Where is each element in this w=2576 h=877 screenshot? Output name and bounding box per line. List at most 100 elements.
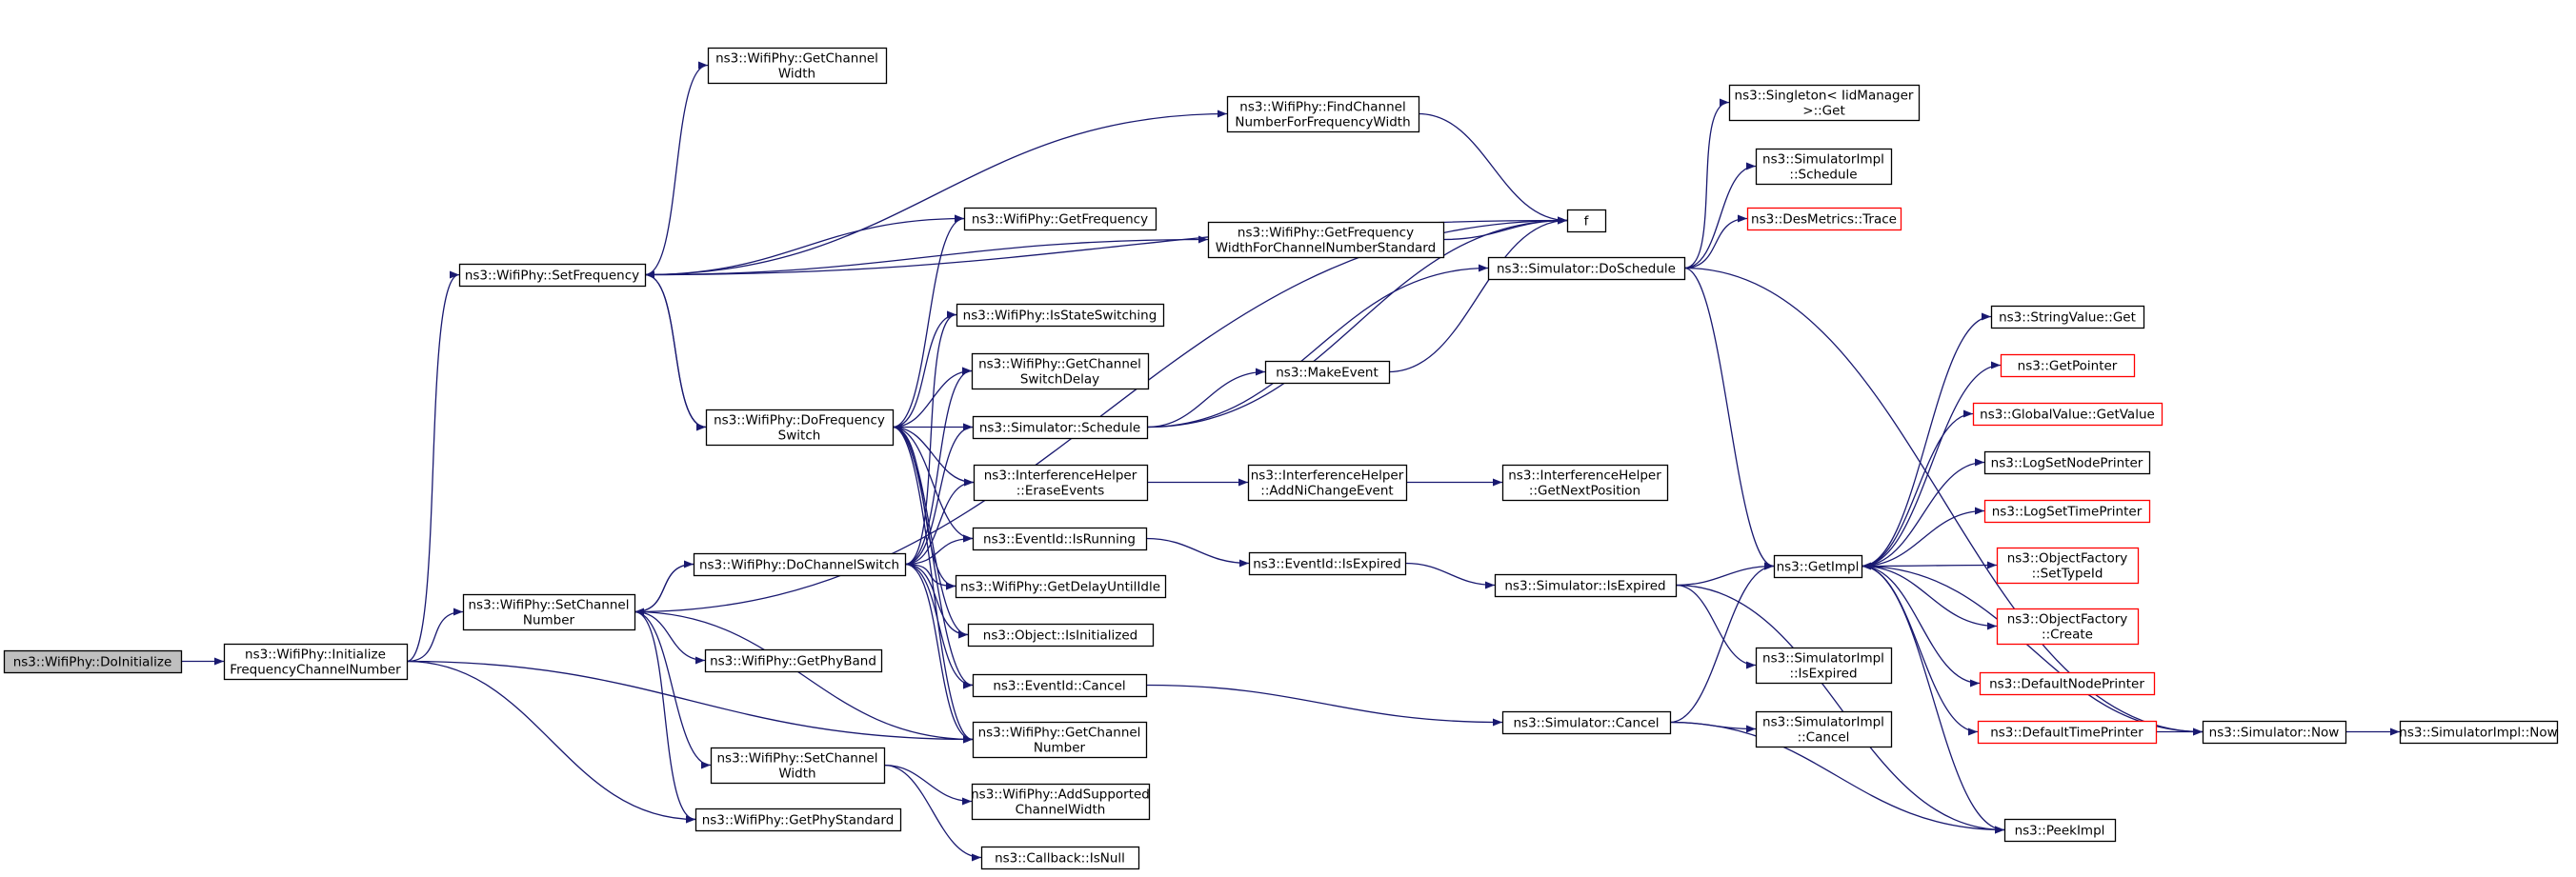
node-ns3-wifiphy-getfrequency[interactable]: ns3::WifiPhy::GetFrequency	[963, 207, 1157, 231]
node-label-line: ns3::WifiPhy::SetFrequency	[465, 269, 639, 284]
node-label-line: ns3::WifiPhy::GetFrequency	[1238, 226, 1414, 241]
edge-n31-n36	[1675, 584, 1757, 669]
node-ns3-logsetnodeprinter[interactable]: ns3::LogSetNodePrinter	[1983, 450, 2151, 475]
node-ns3-globalvalue-getvalue[interactable]: ns3::GlobalValue::GetValue	[1972, 402, 2163, 427]
node-ns3-callback-isnull[interactable]: ns3::Callback::IsNull	[980, 846, 1140, 870]
node-box	[972, 721, 1148, 759]
node-box	[955, 574, 1167, 599]
node-box	[967, 623, 1155, 648]
node-ns3-wifiphy-getfrequency-widthforchannelnumberstandard[interactable]: ns3::WifiPhy::GetFrequencyWidthForChanne…	[1207, 221, 1445, 259]
node-ns3-wifiphy-getphyband[interactable]: ns3::WifiPhy::GetPhyBand	[704, 648, 883, 673]
node-ns3-wifiphy-getphystandard[interactable]: ns3::WifiPhy::GetPhyStandard	[694, 807, 902, 832]
node-ns3-logsettimeprinter[interactable]: ns3::LogSetTimePrinter	[1983, 499, 2151, 524]
node-ns3-objectfactory-settypeid[interactable]: ns3::ObjectFactory::SetTypeId	[1996, 547, 2140, 585]
node-ns3-eventid-isexpired[interactable]: ns3::EventId::IsExpired	[1248, 551, 1407, 576]
node-label-line: ns3::WifiPhy::GetChannel	[978, 357, 1141, 372]
edge-n16-n27	[1145, 537, 1250, 568]
node-label-line: ns3::WifiPhy::GetPhyStandard	[702, 813, 895, 828]
node-ns3-getimpl[interactable]: ns3::GetImpl	[1773, 554, 1863, 579]
node-ns3-simulatorimpl-schedule[interactable]: ns3::SimulatorImpl::Schedule	[1755, 148, 1893, 186]
node-ns3-wifiphy-setfrequency[interactable]: ns3::WifiPhy::SetFrequency	[458, 263, 647, 288]
node-ns3-interferencehelper-getnextposition[interactable]: ns3::InterferenceHelper::GetNextPosition	[1501, 464, 1669, 502]
node-ns3-eventid-isrunning[interactable]: ns3::EventId::IsRunning	[972, 527, 1148, 551]
node-ns3-wifiphy-getdelayuntilidle[interactable]: ns3::WifiPhy::GetDelayUntilIdle	[955, 574, 1167, 599]
node-box	[458, 263, 647, 288]
edge-n6-n16	[892, 426, 974, 543]
node-label-line: ::IsExpired	[1789, 667, 1857, 682]
node-ns3-wifiphy-doinitialize[interactable]: ns3::WifiPhy::DoInitialize	[3, 649, 183, 674]
node-label-line: ns3::WifiPhy::DoInitialize	[13, 655, 172, 670]
node-ns3-simulatorimpl-isexpired[interactable]: ns3::SimulatorImpl::IsExpired	[1755, 647, 1893, 685]
node-label-line: NumberForFrequencyWidth	[1235, 115, 1410, 130]
node-ns3-object-isinitialized[interactable]: ns3::Object::IsInitialized	[967, 623, 1155, 648]
node-ns3-peekimpl[interactable]: ns3::PeekImpl	[2003, 818, 2117, 843]
node-ns3-defaultnodeprinter[interactable]: ns3::DefaultNodePrinter	[1979, 671, 2156, 696]
edge-n9-n22	[883, 764, 982, 862]
node-ns3-defaulttimeprinter[interactable]: ns3::DefaultTimePrinter	[1977, 720, 2158, 745]
node-ns3-simulatorimpl-cancel[interactable]: ns3::SimulatorImpl::Cancel	[1755, 710, 1893, 748]
node-label-line: WidthForChannelNumberStandard	[1216, 241, 1436, 256]
node-label-line: ns3::InterferenceHelper	[1508, 468, 1661, 484]
node-box	[2000, 353, 2136, 378]
edge-n6-n11	[892, 214, 965, 429]
node-ns3-makeevent[interactable]: ns3::MakeEvent	[1264, 360, 1391, 385]
node-ns3-simulator-isexpired[interactable]: ns3::Simulator::IsExpired	[1494, 573, 1678, 598]
node-label-line: ns3::StringValue::Get	[1999, 310, 2136, 326]
node-box	[971, 352, 1150, 390]
node-box	[1990, 305, 2145, 329]
node-box	[1755, 647, 1893, 685]
edge-n7-n13	[904, 367, 973, 566]
node-ns3-wifiphy-isstateswitching[interactable]: ns3::WifiPhy::IsStateSwitching	[956, 303, 1165, 328]
node-box	[972, 673, 1148, 698]
node-label-line: ns3::PeekImpl	[2015, 824, 2105, 839]
node-ns3-simulator-cancel[interactable]: ns3::Simulator::Cancel	[1501, 710, 1672, 735]
node-box	[1979, 671, 2156, 696]
node-ns3-eventid-cancel[interactable]: ns3::EventId::Cancel	[972, 673, 1148, 698]
node-box	[704, 648, 883, 673]
node-ns3-simulator-now[interactable]: ns3::Simulator::Now	[2202, 720, 2347, 745]
node-ns3-simulator-schedule[interactable]: ns3::Simulator::Schedule	[972, 415, 1149, 440]
node-label-line: ns3::Simulator::IsExpired	[1504, 579, 1665, 594]
edge-n6-n3	[644, 270, 707, 429]
node-ns3-wifiphy-findchannel-numberforfrequencywidth[interactable]: ns3::WifiPhy::FindChannelNumberForFreque…	[1226, 95, 1420, 133]
node-ns3-wifiphy-dochannelswitch[interactable]: ns3::WifiPhy::DoChannelSwitch	[693, 552, 907, 577]
node-ns3-simulator-doschedule[interactable]: ns3::Simulator::DoSchedule	[1487, 256, 1686, 281]
node-ns3-singleton-iidmanager-get[interactable]: ns3::Singleton< IidManager >::Get	[1728, 84, 1921, 122]
node-ns3-interferencehelper-eraseevents[interactable]: ns3::InterferenceHelper::EraseEvents	[973, 464, 1149, 502]
edge-n7-n19	[904, 563, 974, 689]
node-ns3-objectfactory-create[interactable]: ns3::ObjectFactory::Create	[1996, 608, 2140, 646]
node-ns3-getpointer[interactable]: ns3::GetPointer	[2000, 353, 2136, 378]
node-label-line: f	[1584, 214, 1590, 229]
node-ns3-desmetrics-trace[interactable]: ns3::DesMetrics::Trace	[1746, 207, 1902, 231]
node-label-line: ::Cancel	[1798, 730, 1850, 746]
node-label-line: ns3::SimulatorImpl::Now	[2399, 726, 2557, 741]
node-label-line: ns3::SimulatorImpl	[1762, 651, 1884, 667]
node-box	[1728, 84, 1921, 122]
node-ns3-wifiphy-initialize-frequencychannelnumber[interactable]: ns3::WifiPhy::InitializeFrequencyChannel…	[223, 643, 409, 681]
node-box	[693, 552, 907, 577]
node-box	[1247, 464, 1408, 502]
node-label-line: Number	[523, 613, 575, 628]
node-ns3-interferencehelper-addnichangeevent[interactable]: ns3::InterferenceHelper::AddNiChangeEven…	[1247, 464, 1408, 502]
node-f[interactable]: f	[1566, 209, 1607, 233]
node-label-line: ns3::GlobalValue::GetValue	[1980, 408, 2155, 423]
node-label-line: ns3::EventId::IsRunning	[983, 532, 1136, 548]
node-label-line: ns3::ObjectFactory	[2007, 551, 2128, 567]
node-ns3-stringvalue-get[interactable]: ns3::StringValue::Get	[1990, 305, 2145, 329]
edge-n27-n31	[1404, 562, 1496, 589]
node-label-line: Number	[1034, 741, 1086, 756]
edge-n38-n41	[1861, 361, 2002, 568]
node-label-line: ns3::Object::IsInitialized	[983, 628, 1137, 644]
node-box	[971, 783, 1151, 821]
node-ns3-simulatorimpl-now[interactable]: ns3::SimulatorImpl::Now	[2399, 720, 2559, 745]
node-box	[1566, 209, 1607, 233]
edge-n38-n48	[1861, 565, 1979, 736]
